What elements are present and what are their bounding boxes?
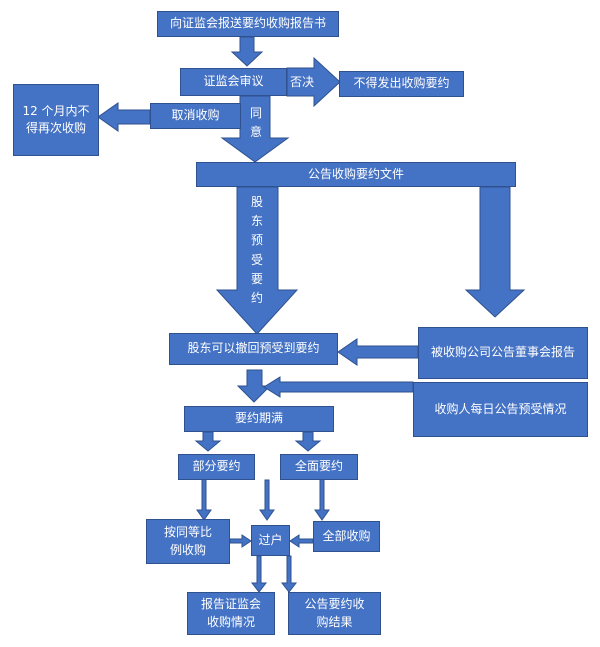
shareholders-pre-accept-label: 股东预受要约 [250, 195, 263, 305]
arrow-cancel-to-no-repeat [97, 102, 151, 132]
arrow-announce-to-board [464, 186, 526, 318]
arrow-fullacq-to-transfer [289, 534, 314, 548]
pro-rata-box: 按同等比例收购 [146, 519, 230, 564]
arrow-prorata-to-transfer [229, 534, 252, 548]
target-board-report-box: 被收购公司公告董事会报告 [418, 327, 588, 379]
cancel-acquisition-box: 取消收购 [150, 103, 241, 129]
announce-result-box: 公告要约收购结果 [288, 592, 381, 635]
full-acquisition-box: 全部收购 [313, 521, 380, 552]
announce-offer-box: 公告收购要约文件 [196, 162, 516, 187]
report-csrc-status-box: 报告证监会收购情况 [187, 592, 275, 635]
offer-expiry-box: 要约期满 [184, 406, 334, 432]
arrow-expiry-to-partial [194, 431, 222, 452]
arrow-transfer-to-report [250, 555, 268, 593]
arrow-expiry-to-full [294, 431, 322, 452]
arrow-transfer-to-result [280, 555, 298, 593]
arrow-announce-to-withdraw [215, 186, 299, 335]
no-offer-box: 不得发出收购要约 [339, 71, 464, 97]
no-repeat-box: 12 个月内不得再次收购 [13, 84, 99, 156]
arrow-report-to-review [230, 36, 264, 67]
arrow-board-to-withdraw [337, 338, 419, 366]
arrow-down-to-transfer [259, 479, 275, 521]
approve-label: 同意 [249, 106, 262, 140]
daily-announcement-box: 收购人每日公告预受情况 [413, 382, 588, 437]
withdraw-pre-accept-box: 股东可以撤回预受到要约 [169, 333, 338, 365]
arrow-partial-to-prorata [196, 475, 212, 521]
transfer-box: 过户 [251, 525, 290, 556]
csrc-review-box: 证监会审议 [180, 68, 287, 96]
arrow-approve-to-announce [220, 95, 290, 163]
partial-offer-box: 部分要约 [178, 454, 255, 480]
report-to-csrc-box: 向证监会报送要约收购报告书 [157, 11, 339, 37]
arrow-full-to-fullacq [314, 475, 330, 521]
arrow-veto-to-no-offer [286, 56, 341, 108]
veto-label: 否决 [289, 75, 314, 89]
arrow-withdraw-to-expiry [236, 369, 272, 403]
arrow-daily-to-flow [263, 376, 414, 398]
full-offer-box: 全面要约 [280, 454, 358, 480]
